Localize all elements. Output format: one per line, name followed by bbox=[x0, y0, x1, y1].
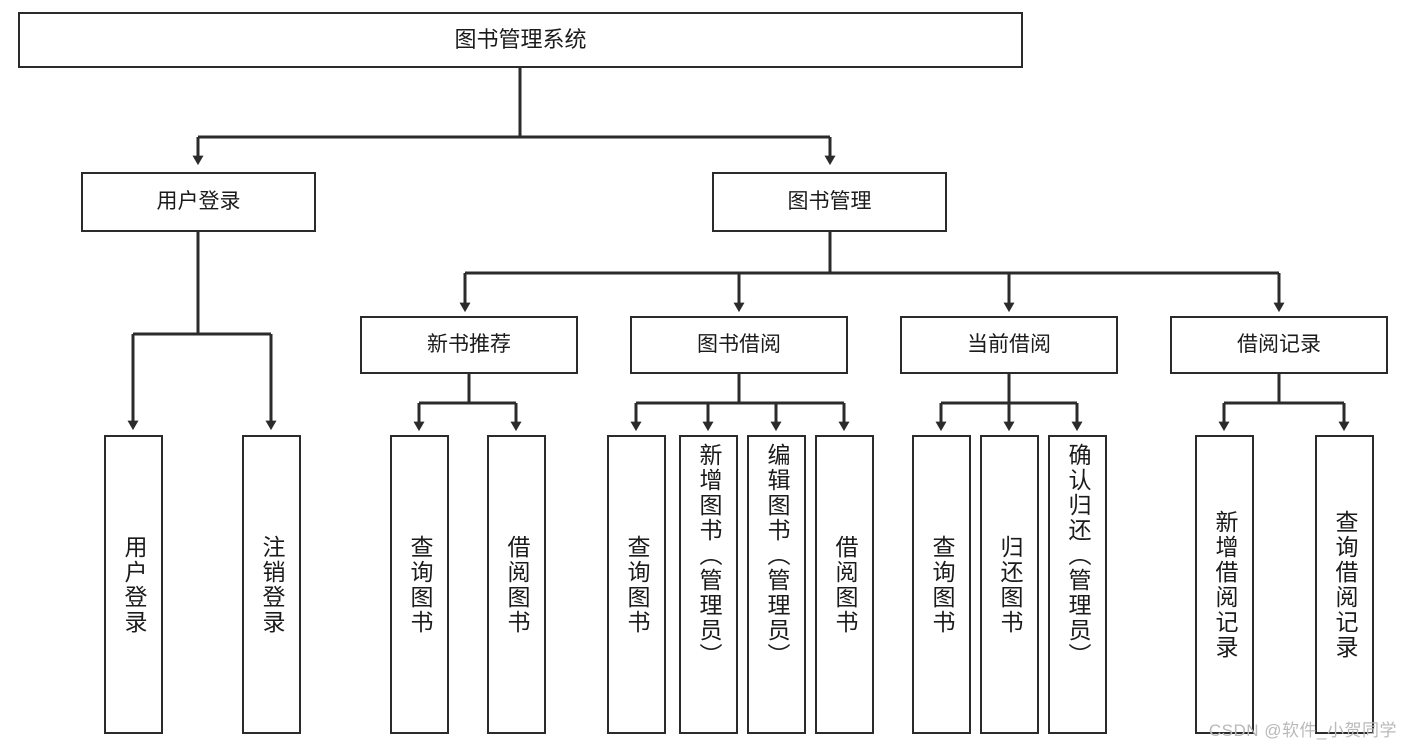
node-new-book-recommend-label: 新书推荐 bbox=[427, 332, 511, 356]
node-leaf-add-record[interactable]: 新增借阅记录 bbox=[1195, 435, 1254, 734]
node-leaf-borrow-book-1[interactable]: 借阅图书 bbox=[487, 435, 546, 734]
node-leaf-borrow-book-2-label: 借阅图书 bbox=[832, 534, 858, 635]
node-leaf-user-login[interactable]: 用户登录 bbox=[104, 435, 163, 734]
node-user-login[interactable]: 用户登录 bbox=[81, 172, 316, 232]
node-book-borrow[interactable]: 图书借阅 bbox=[630, 316, 848, 374]
node-user-login-label: 用户登录 bbox=[156, 189, 241, 213]
node-leaf-edit-book-label: 编辑图书（管理员） bbox=[764, 443, 790, 668]
node-leaf-return-book-label: 归还图书 bbox=[997, 534, 1023, 635]
node-leaf-query-record-label: 查询借阅记录 bbox=[1332, 509, 1358, 660]
node-leaf-borrow-book-2[interactable]: 借阅图书 bbox=[815, 435, 874, 734]
node-leaf-query-book-3[interactable]: 查询图书 bbox=[912, 435, 971, 734]
node-leaf-logout[interactable]: 注销登录 bbox=[242, 435, 301, 734]
node-leaf-query-book-1[interactable]: 查询图书 bbox=[390, 435, 449, 734]
node-current-borrow-label: 当前借阅 bbox=[967, 332, 1051, 356]
node-book-manage[interactable]: 图书管理 bbox=[712, 172, 947, 232]
node-leaf-query-book-2-label: 查询图书 bbox=[624, 534, 650, 635]
node-leaf-add-record-label: 新增借阅记录 bbox=[1212, 509, 1238, 660]
node-new-book-recommend[interactable]: 新书推荐 bbox=[360, 316, 578, 374]
node-leaf-confirm-return[interactable]: 确认归还（管理员） bbox=[1048, 435, 1107, 734]
node-leaf-query-record[interactable]: 查询借阅记录 bbox=[1315, 435, 1374, 734]
node-borrow-record[interactable]: 借阅记录 bbox=[1170, 316, 1388, 374]
node-leaf-add-book-label: 新增图书（管理员） bbox=[696, 443, 722, 668]
node-book-borrow-label: 图书借阅 bbox=[697, 332, 781, 356]
node-leaf-borrow-book-1-label: 借阅图书 bbox=[504, 534, 530, 635]
connectors bbox=[127, 68, 1350, 432]
node-leaf-query-book-3-label: 查询图书 bbox=[929, 534, 955, 635]
node-leaf-logout-label: 注销登录 bbox=[259, 534, 285, 635]
node-leaf-query-book-2[interactable]: 查询图书 bbox=[607, 435, 666, 734]
node-current-borrow[interactable]: 当前借阅 bbox=[900, 316, 1118, 374]
node-root-label: 图书管理系统 bbox=[454, 27, 587, 53]
node-leaf-confirm-return-label: 确认归还（管理员） bbox=[1065, 443, 1091, 668]
node-leaf-return-book[interactable]: 归还图书 bbox=[980, 435, 1039, 734]
node-leaf-add-book[interactable]: 新增图书（管理员） bbox=[679, 435, 738, 734]
node-root[interactable]: 图书管理系统 bbox=[18, 12, 1023, 68]
node-leaf-edit-book[interactable]: 编辑图书（管理员） bbox=[747, 435, 806, 734]
node-borrow-record-label: 借阅记录 bbox=[1237, 332, 1321, 356]
node-leaf-user-login-label: 用户登录 bbox=[121, 534, 147, 635]
node-leaf-query-book-1-label: 查询图书 bbox=[407, 534, 433, 635]
node-book-manage-label: 图书管理 bbox=[787, 189, 872, 213]
